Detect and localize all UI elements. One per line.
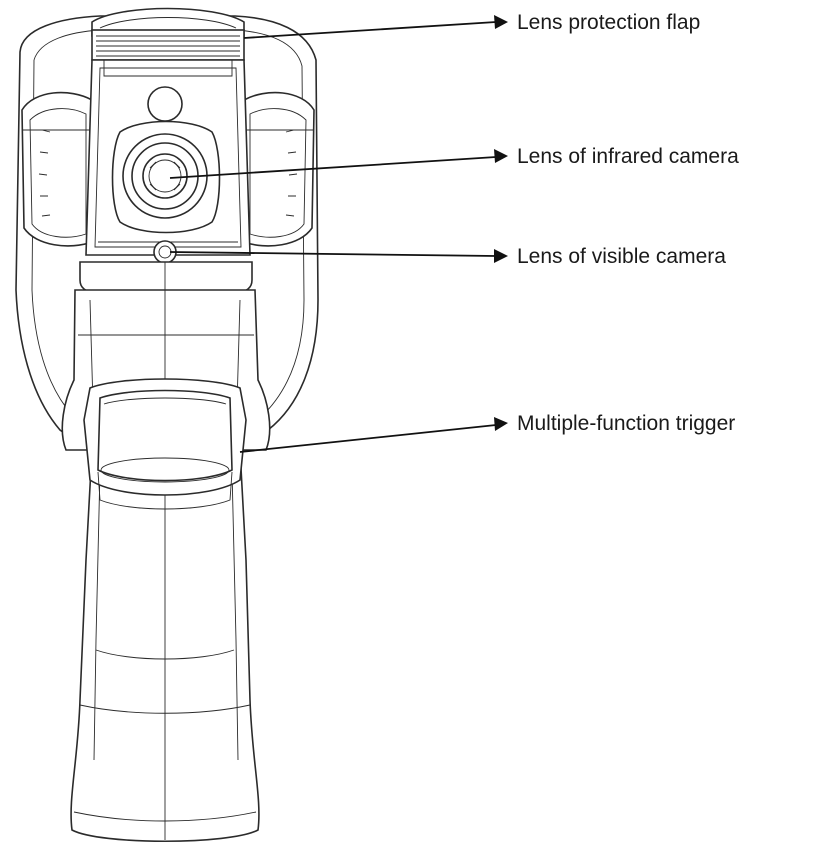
arrowhead-lens-infrared-camera (494, 149, 508, 163)
label-lens-protection-flap: Lens protection flap (517, 11, 700, 34)
label-multiple-function-trigger: Multiple-function trigger (517, 412, 735, 435)
leader-multiple-function-trigger (239, 424, 497, 453)
leader-lens-visible-camera (169, 251, 497, 257)
label-lens-visible-camera: Lens of visible camera (517, 245, 726, 268)
camera-handle (61, 261, 271, 843)
callout-labels: Lens protection flap Lens of infrared ca… (517, 11, 739, 435)
label-lens-infrared-camera: Lens of infrared camera (517, 145, 739, 168)
multiple-function-trigger-shape (83, 378, 247, 510)
arrowhead-lens-protection-flap (494, 15, 508, 29)
leader-lens-protection-flap (243, 21, 497, 39)
callout-leaders (169, 15, 508, 453)
infrared-lens-assembly (111, 120, 221, 234)
arrowhead-multiple-function-trigger (494, 417, 508, 431)
arrowhead-lens-visible-camera (494, 249, 508, 263)
leader-lens-infrared-camera (169, 156, 497, 179)
